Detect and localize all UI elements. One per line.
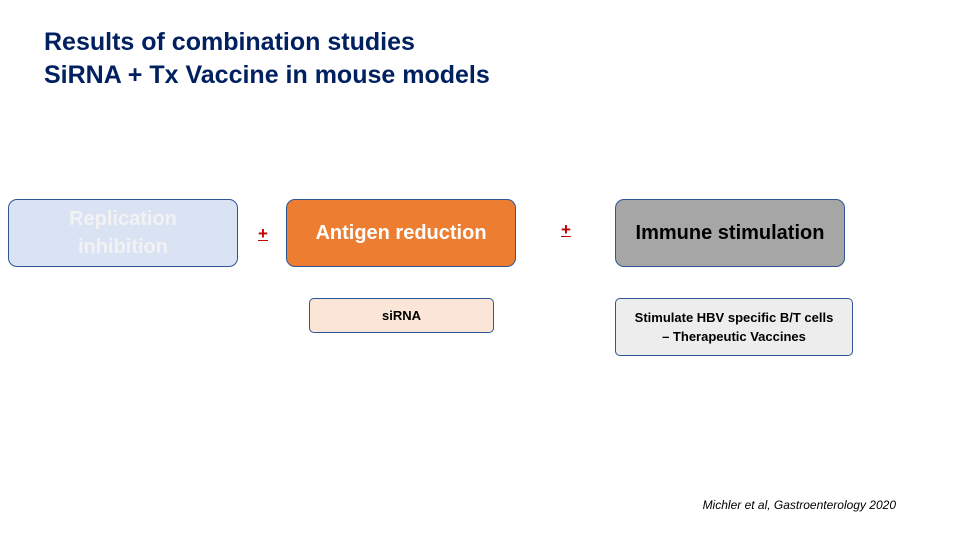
slide-title-line-2: SiRNA + Tx Vaccine in mouse models xyxy=(44,61,490,89)
therapeutic-vaccines-box: Stimulate HBV specific B/T cells – Thera… xyxy=(615,298,853,356)
therapeutic-vaccines-line-1: Stimulate HBV specific B/T cells xyxy=(634,310,834,325)
plus-sign-1: + xyxy=(258,224,268,243)
plus-sign-2: + xyxy=(561,220,571,239)
therapeutic-vaccines-line-2: – Therapeutic Vaccines xyxy=(662,329,806,344)
slide-title-line-1: Results of combination studies xyxy=(44,28,415,56)
immune-stimulation-box: Immune stimulation xyxy=(615,199,845,267)
citation: Michler et al, Gastroenterology 2020 xyxy=(702,498,896,512)
slide-title: Results of combination studies SiRNA + T… xyxy=(44,26,490,92)
sirna-box: siRNA xyxy=(309,298,494,333)
antigen-reduction-box: Antigen reduction xyxy=(286,199,516,267)
replication-inhibition-box: Replication inhibition xyxy=(8,199,238,267)
